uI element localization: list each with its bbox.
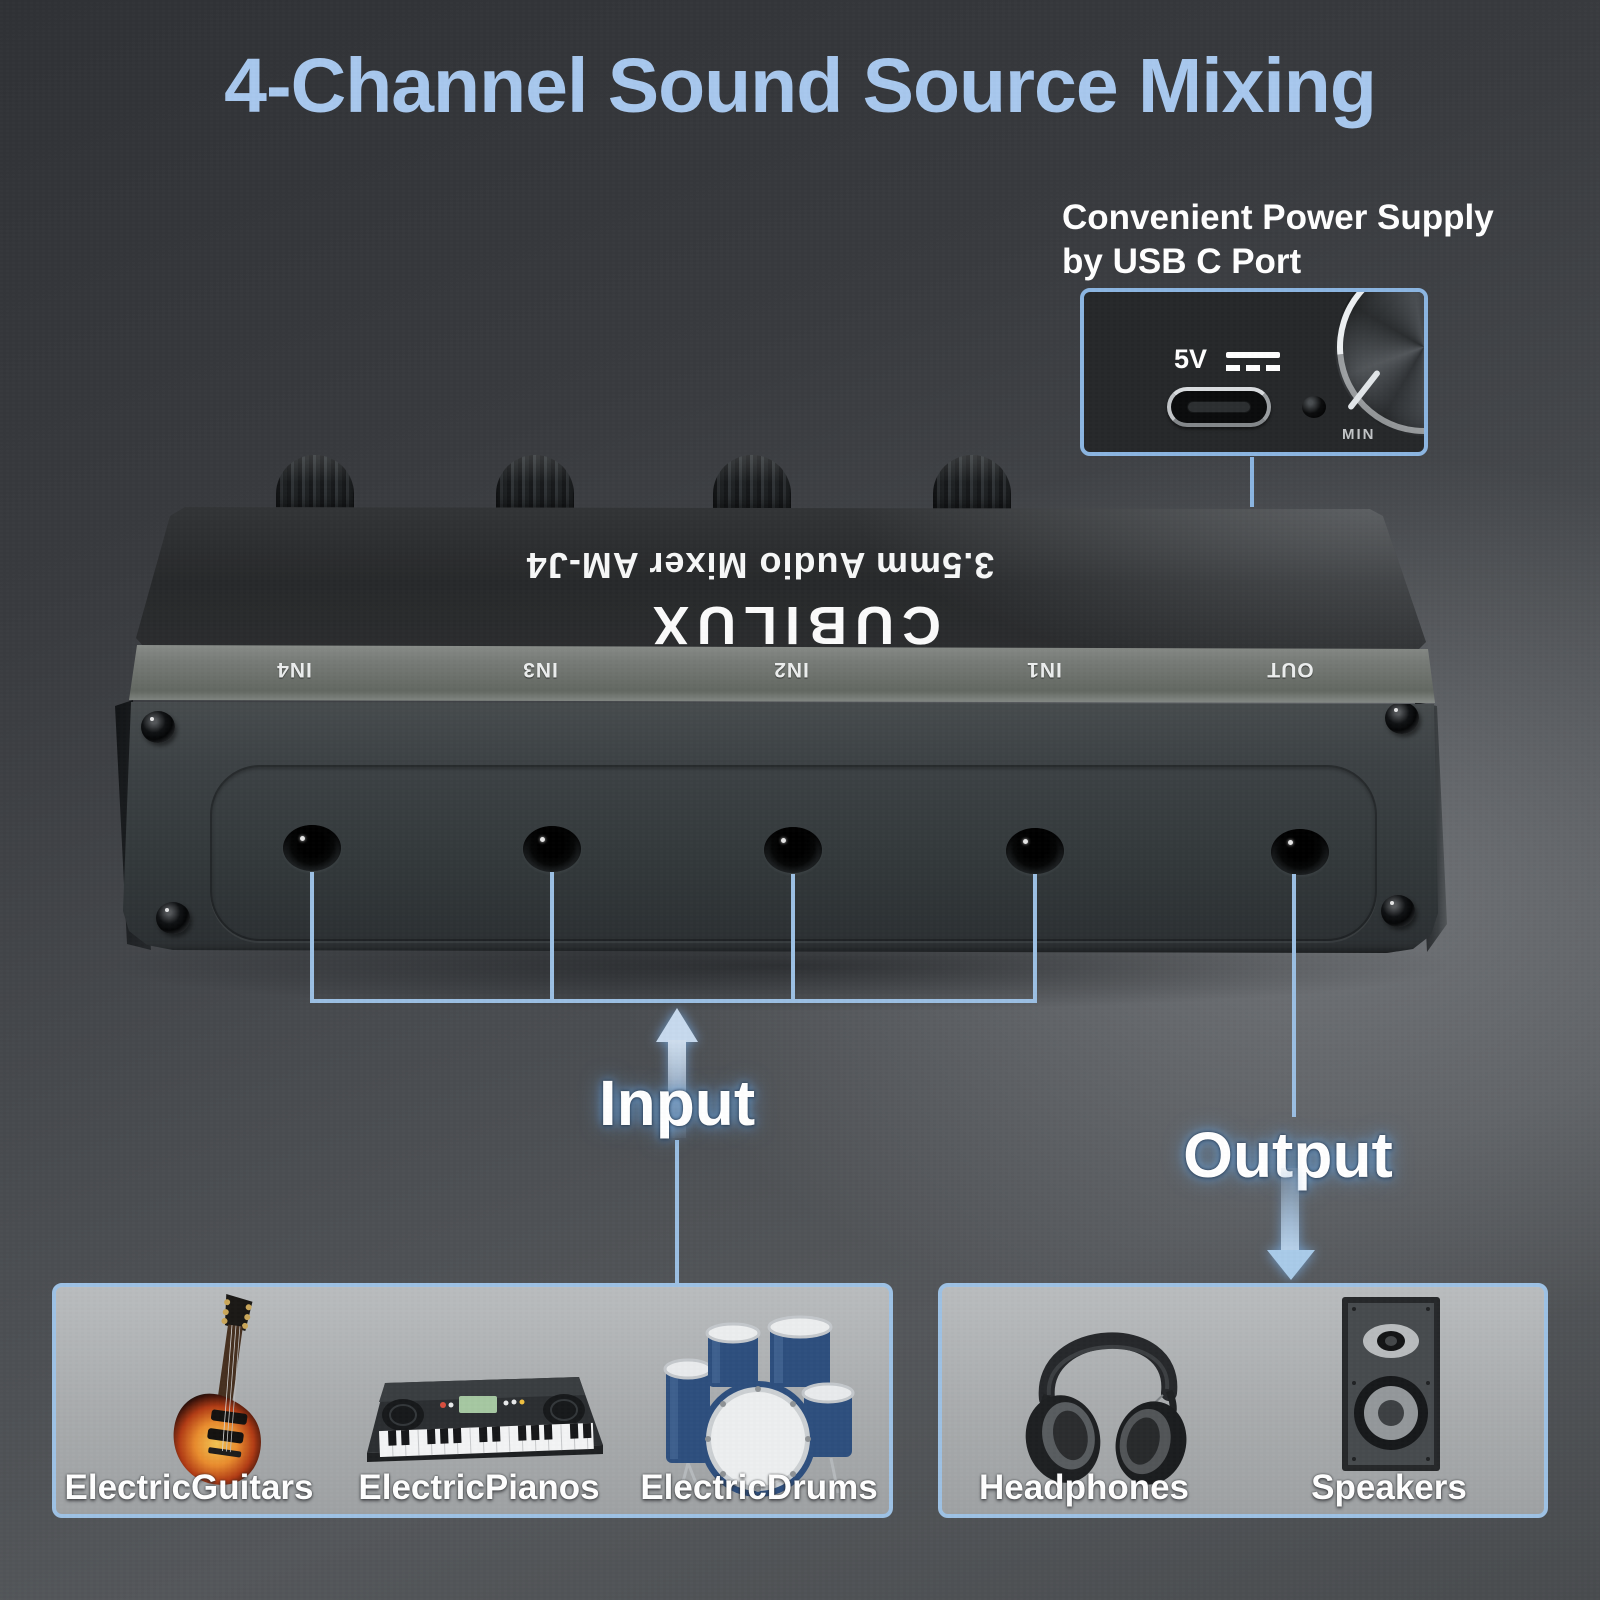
port-label-out: OUT <box>1266 658 1314 681</box>
input-arrow-up-icon <box>647 1008 707 1140</box>
input-line-3 <box>791 874 795 999</box>
inset-connector-line <box>1250 457 1254 507</box>
port-label-in3: IN3 <box>522 658 558 681</box>
input-arrow-shaft <box>668 1040 686 1138</box>
device-model-label: 3.5mm Audio Mixer AM-J4 <box>525 545 995 586</box>
channel-knob-2-icon <box>496 455 574 517</box>
jack-out <box>1271 829 1329 875</box>
source-label-electric-guitars: ElectricGuitars <box>64 1468 314 1507</box>
output-label-headphones: Headphones <box>978 1468 1190 1507</box>
usb-c-tongue <box>1188 402 1250 412</box>
output-line <box>1292 874 1296 1117</box>
input-line-1 <box>310 872 314 999</box>
output-arrow-head <box>1267 1250 1315 1280</box>
screw-top-right-icon <box>1385 702 1419 734</box>
knob-min-label: MIN <box>1342 426 1376 443</box>
usb-callout-heading-line2: by USB C Port <box>1062 242 1302 282</box>
usb-callout-heading-line1: Convenient Power Supply <box>1062 198 1494 237</box>
output-arrow-shaft <box>1281 1168 1299 1252</box>
input-sources-box: ElectricGuitars ElectricPianos ElectricD… <box>52 1283 893 1518</box>
jack-in1 <box>1006 828 1064 874</box>
input-line-2 <box>550 872 554 999</box>
output-label-speakers: Speakers <box>1311 1468 1467 1507</box>
input-line-4 <box>1033 874 1037 999</box>
screw-bottom-right-icon <box>1381 895 1415 927</box>
dc-solid-bar <box>1226 352 1280 358</box>
output-devices-box: Headphones Speakers <box>938 1283 1548 1518</box>
screw-bottom-left-icon <box>156 902 190 934</box>
device-front-face <box>123 702 1438 953</box>
input-bracket-line <box>310 999 1037 1003</box>
output-arrow-down-icon <box>1262 1168 1318 1282</box>
screw-top-left-icon <box>141 711 175 743</box>
source-label-electric-drums: ElectricDrums <box>640 1468 878 1507</box>
input-label: Input <box>598 1067 756 1139</box>
port-label-in1: IN1 <box>1026 658 1062 681</box>
led-hole-icon <box>1302 396 1326 418</box>
electric-drums-illustration <box>663 1315 855 1500</box>
headphones-illustration <box>1025 1332 1187 1485</box>
page-title: 4-Channel Sound Source Mixing <box>224 43 1377 129</box>
usb-port-inset: 5V MIN <box>1080 288 1428 456</box>
voltage-label: 5V <box>1174 344 1208 374</box>
volume-knob-icon <box>1335 292 1424 436</box>
jack-in3 <box>523 826 581 872</box>
electric-guitar-illustration <box>173 1294 261 1485</box>
input-arrow-head <box>656 1008 698 1042</box>
usb-callout-heading: Convenient Power Supply by USB C Port <box>1062 196 1494 284</box>
device-bevel-strip: IN4 IN3 IN2 IN1 OUT <box>129 645 1435 703</box>
jack-in4 <box>283 825 341 871</box>
input-to-box-line <box>675 1140 679 1283</box>
jack-in2 <box>764 827 822 873</box>
electric-piano-illustration <box>367 1377 603 1462</box>
dc-dashed-bar <box>1226 365 1280 371</box>
speaker-illustration <box>1342 1297 1440 1471</box>
port-label-in2: IN2 <box>773 658 809 681</box>
dc-power-icon <box>1226 352 1282 371</box>
usb-c-port-icon <box>1167 387 1271 427</box>
channel-knob-3-icon <box>713 455 791 517</box>
channel-knob-4-icon <box>933 455 1011 517</box>
channel-knob-1-icon <box>276 455 354 517</box>
device-brand-logo: CUBILUX <box>645 595 941 655</box>
source-label-electric-pianos: ElectricPianos <box>358 1468 600 1507</box>
device-top-face: 3.5mm Audio Mixer AM-J4 CUBILUX <box>136 507 1426 649</box>
port-label-in4: IN4 <box>276 658 312 681</box>
